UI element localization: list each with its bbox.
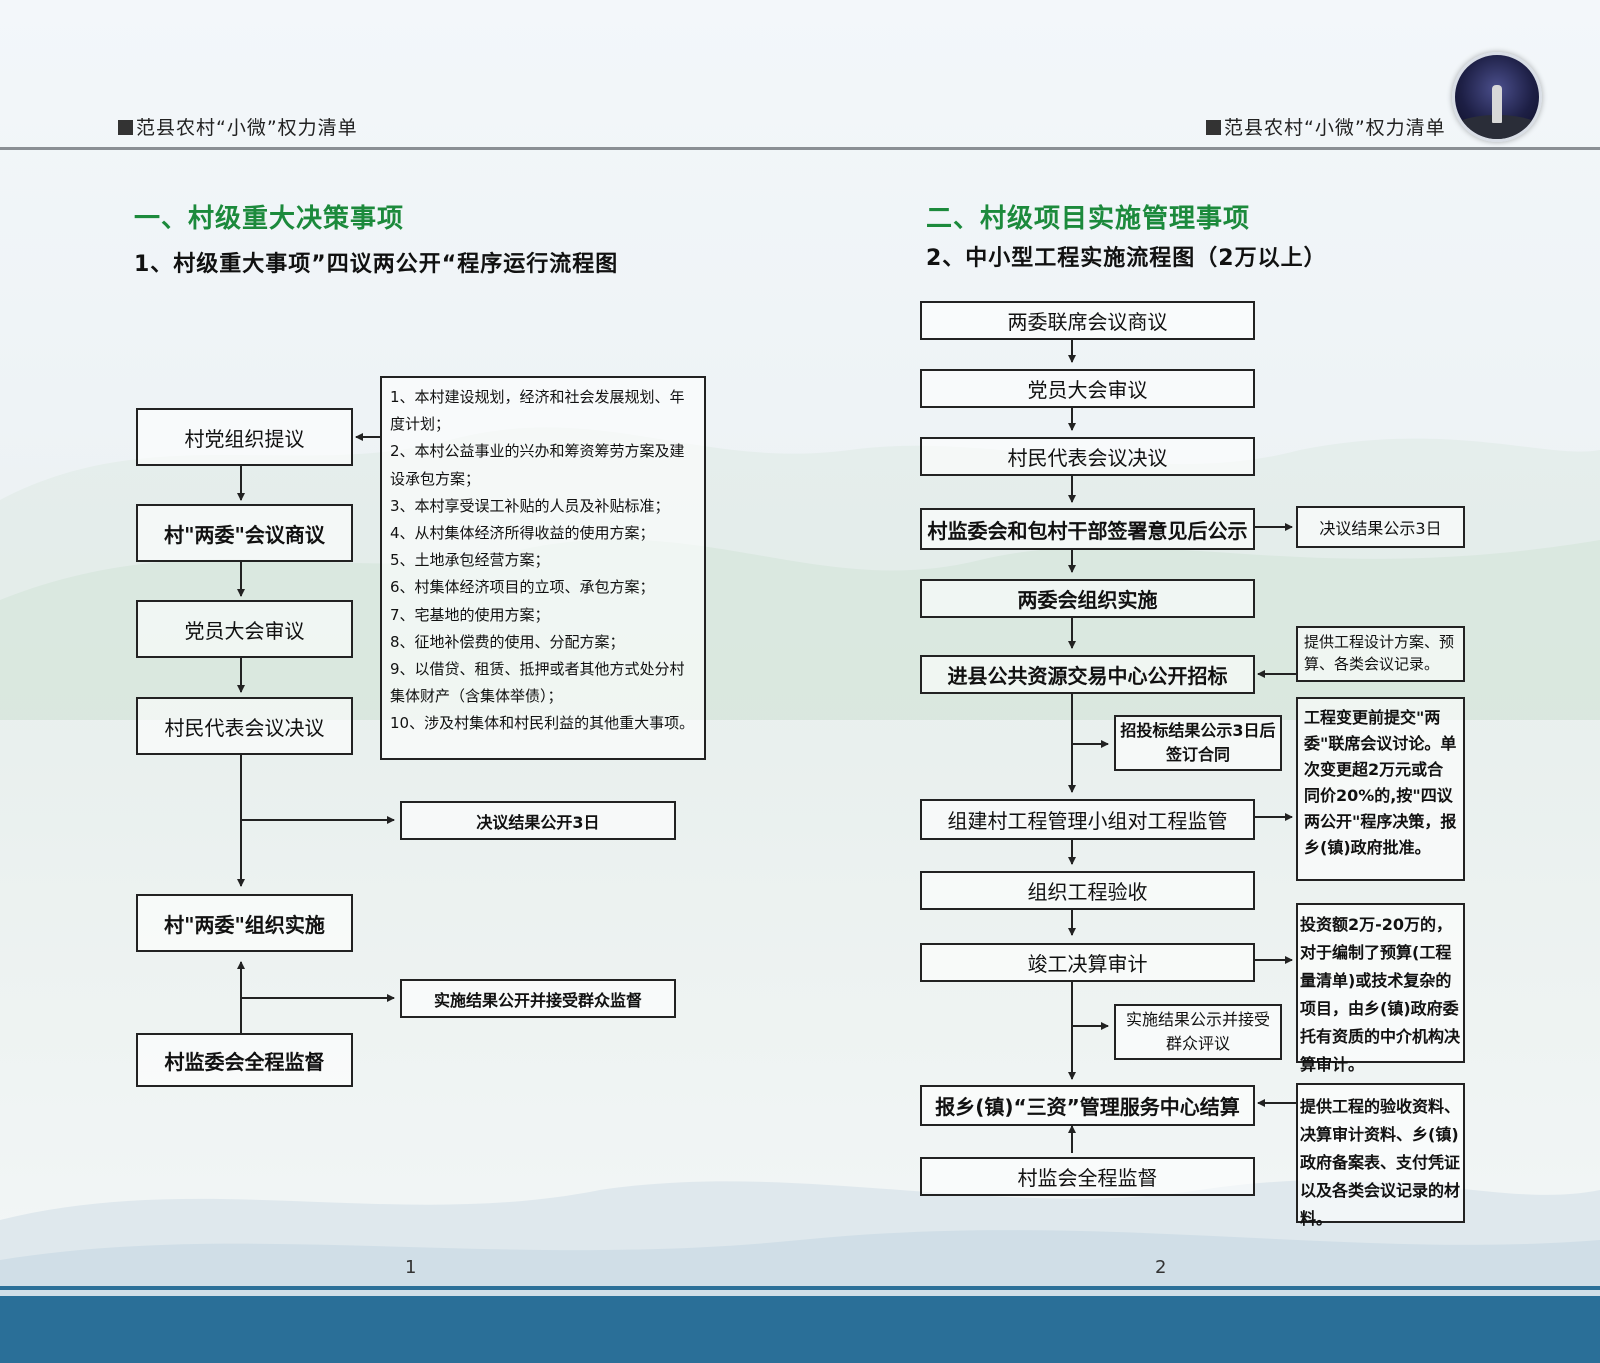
- acceptance-box: 组织工程验收: [920, 871, 1255, 910]
- impl-public-box: 实施结果公开并接受群众监督: [400, 979, 676, 1018]
- villager-resolution-box: 村民代表会议决议: [136, 697, 353, 755]
- party-review-box: 党员大会审议: [136, 600, 353, 658]
- left-section-title: 一、村级重大决策事项: [134, 204, 405, 234]
- page-number-right: 2: [1155, 1257, 1167, 1278]
- emblem-logo: [1452, 52, 1542, 142]
- matter-item: 7、宅基地的使用方案；: [390, 605, 550, 624]
- organize-box: 两委会组织实施: [920, 579, 1255, 618]
- matter-item: 9、以借贷、租赁、抵押或者其他方式处分村集体财产（含集体举债）；: [390, 660, 685, 706]
- audit-box: 竣工决算审计: [920, 943, 1255, 982]
- header-divider: [0, 147, 1600, 150]
- matter-item: 8、征地补偿费的使用、分配方案；: [390, 632, 625, 651]
- header-left-text: 范县农村“小微”权力清单: [136, 117, 358, 139]
- mgmt-group-box: 组建村工程管理小组对工程监管: [920, 799, 1255, 840]
- proposal-box: 村党组织提议: [136, 408, 353, 466]
- header-right-text: 范县农村“小微”权力清单: [1224, 117, 1446, 139]
- joint-meeting-box: 两委联席会议商议: [920, 301, 1255, 340]
- sign-publicize-box: 村监委会和包村干部签署意见后公示: [920, 508, 1255, 550]
- matter-item: 3、本村享受误工补贴的人员及补贴标准；: [390, 496, 670, 515]
- right-party-review-box: 党员大会审议: [920, 369, 1255, 408]
- matter-item: 5、土地承包经营方案；: [390, 551, 550, 570]
- page-number-left: 1: [405, 1257, 417, 1278]
- audit-rule-note: 投资额2万-20万的，对于编制了预算(工程量清单)或技术复杂的项目，由乡(镇)政…: [1296, 903, 1465, 1074]
- settlement-box: 报乡(镇)“三资”管理服务中心结算: [920, 1085, 1255, 1126]
- square-bullet-icon: [118, 120, 133, 135]
- footer-line: [0, 1286, 1600, 1290]
- audit-public-box: 实施结果公示并接受群众评议: [1114, 1004, 1282, 1060]
- matter-item: 4、从村集体经济所得收益的使用方案；: [390, 524, 655, 543]
- supervision-box: 村监委会全程监督: [136, 1033, 353, 1087]
- matter-item: 1、本村建设规划，经济和社会发展规划、年度计划；: [390, 388, 685, 434]
- right-section-title: 二、村级项目实施管理事项: [926, 204, 1251, 234]
- square-bullet-icon: [1206, 120, 1221, 135]
- implementation-box: 村"两委"组织实施: [136, 894, 353, 952]
- settlement-docs-note: 提供工程的验收资料、决算审计资料、乡(镇)政府备案表、支付凭证以及各类会议记录的…: [1296, 1083, 1465, 1228]
- right-villager-resolution-box: 村民代表会议决议: [920, 437, 1255, 476]
- matter-item: 10、涉及村集体和村民利益的其他重大事项。: [390, 714, 695, 733]
- footer-band: [0, 1296, 1600, 1363]
- discussion-box: 村"两委"会议商议: [136, 504, 353, 562]
- header-left-title: 范县农村“小微”权力清单: [118, 113, 358, 140]
- header-right-title: 范县农村“小微”权力清单: [1206, 113, 1446, 140]
- result-public-box: 决议结果公开3日: [400, 801, 676, 840]
- matter-item: 6、村集体经济项目的立项、承包方案；: [390, 578, 655, 597]
- tender-docs-note: 提供工程设计方案、预算、各类会议记录。: [1296, 626, 1465, 682]
- tender-box: 进县公共资源交易中心公开招标: [920, 655, 1255, 694]
- right-subtitle: 2、中小型工程实施流程图（2万以上）: [926, 246, 1327, 271]
- right-supervision-box: 村监会全程监督: [920, 1157, 1255, 1196]
- matter-item: 2、本村公益事业的兴办和筹资筹劳方案及建设承包方案；: [390, 442, 685, 488]
- major-matters-list: 1、本村建设规划，经济和社会发展规划、年度计划； 2、本村公益事业的兴办和筹资筹…: [380, 376, 706, 760]
- resolution-public-note: 决议结果公示3日: [1296, 506, 1465, 548]
- left-subtitle: 1、村级重大事项”四议两公开“程序运行流程图: [134, 252, 619, 277]
- change-rule-note: 工程变更前提交"两委"联席会议讨论。单次变更超2万元或合同价20%的,按"四议两…: [1296, 697, 1465, 881]
- tender-public-box: 招投标结果公示3日后签订合同: [1114, 715, 1282, 771]
